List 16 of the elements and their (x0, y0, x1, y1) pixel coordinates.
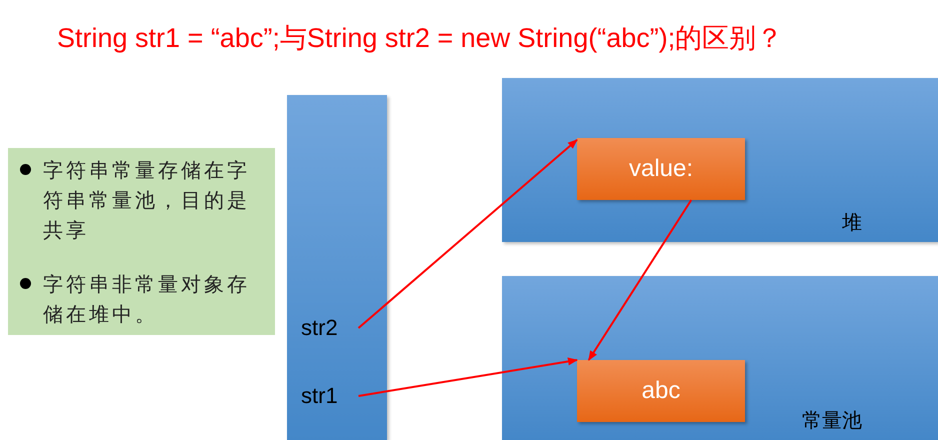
object-box: value: (577, 138, 745, 200)
arrow (588, 199, 692, 361)
arrow (358, 358, 578, 397)
variable-label: str2 (301, 315, 351, 341)
arrow (358, 139, 578, 329)
object-box: abc (577, 360, 745, 422)
variable-label: str1 (301, 383, 351, 409)
note-text: 字符串常量存储在字符串常量池，目的是共享 (43, 159, 251, 244)
area-label: 常量池 (802, 409, 862, 434)
note-text: 字符串非常量对象存储在堆中。 (43, 273, 251, 328)
area-label: 堆 (842, 211, 862, 236)
memory-area (502, 276, 938, 440)
title: String str1 = “abc”;与String str2 = new String(“abc”);的区别？ (57, 22, 784, 55)
memory-area (502, 78, 938, 242)
stack-column (287, 95, 387, 440)
note-box (8, 148, 275, 335)
